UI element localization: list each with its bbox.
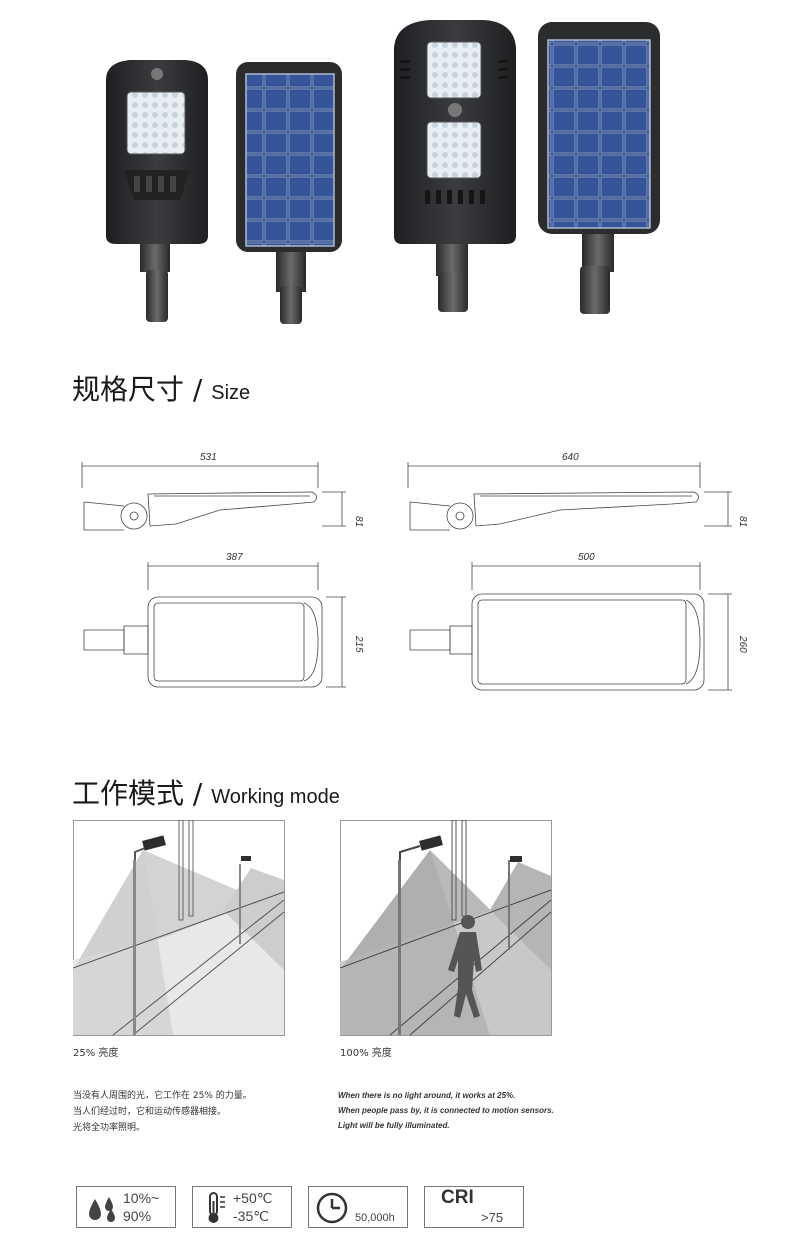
humidity-max: 10%~ <box>123 1190 160 1206</box>
small-height-label: 81 <box>353 516 364 527</box>
cri-value: >75 <box>481 1210 504 1225</box>
thermometer-icon <box>208 1192 225 1223</box>
small-width-label: 215 <box>353 635 364 653</box>
mode-section-title: 工作模式 / Working mode <box>72 772 340 812</box>
cri-spec: CRI >75 <box>424 1186 524 1228</box>
small-length-label: 531 <box>200 452 217 463</box>
large-lamp-front-image <box>394 20 516 312</box>
large-panel-length-label: 500 <box>578 552 595 563</box>
description-cn: 当没有人周围的光，它工作在 25% 的力量。 当人们经过时，它和运动传感器相接。… <box>73 1088 252 1136</box>
humidity-min: 90% <box>123 1208 152 1224</box>
size-title-cn: 规格尺寸 <box>72 373 185 406</box>
size-section-title: 规格尺寸 / Size <box>72 368 250 408</box>
large-length-label: 640 <box>562 452 579 463</box>
description-cn-line: 光将全功率照明。 <box>73 1123 146 1133</box>
mode-title-en: Working mode <box>211 786 340 808</box>
mode-title-slash: / <box>192 777 203 810</box>
description-cn-line: 当没有人周围的光，它工作在 25% 的力量。 <box>73 1091 252 1101</box>
description-en-line: Light will be fully illuminated. <box>338 1121 450 1130</box>
product-photos <box>106 20 660 324</box>
description-en-line: When there is no light around, it works … <box>338 1091 516 1100</box>
mode-100-caption: 100% 亮度 <box>340 1048 392 1059</box>
large-height-label: 81 <box>737 516 748 527</box>
humidity-spec: 10%~ 90% <box>76 1186 176 1228</box>
size-title-en: Size <box>211 382 251 404</box>
walking-person-icon <box>448 915 482 1018</box>
lifetime-spec: 50,000h <box>308 1186 408 1228</box>
temperature-max: +50℃ <box>233 1190 273 1206</box>
clock-icon <box>316 1192 348 1224</box>
temperature-spec: +50℃ -35℃ <box>192 1186 292 1228</box>
lifetime-value: 50,000h <box>355 1212 395 1224</box>
humidity-drops-icon <box>89 1197 115 1222</box>
description-en-line: When people pass by, it is connected to … <box>338 1106 554 1115</box>
size-drawings: 531 81 387 215 640 81 500 260 <box>81 452 748 691</box>
mode-100-illustration <box>340 820 552 1036</box>
small-lamp-front-image <box>106 60 208 322</box>
size-title-slash: / <box>192 373 203 406</box>
large-lamp-back-image <box>538 22 660 314</box>
description-cn-line: 当人们经过时，它和运动传感器相接。 <box>73 1107 227 1117</box>
mode-25-illustration <box>73 820 285 1036</box>
large-width-label: 260 <box>737 635 748 653</box>
temperature-min: -35℃ <box>233 1208 269 1224</box>
description-en: When there is no light around, it works … <box>338 1088 554 1133</box>
small-panel-length-label: 387 <box>226 552 243 563</box>
small-lamp-back-image <box>236 62 342 324</box>
mode-25-caption: 25% 亮度 <box>73 1048 119 1059</box>
mode-title-cn: 工作模式 <box>72 777 185 810</box>
cri-label: CRI <box>441 1187 474 1208</box>
